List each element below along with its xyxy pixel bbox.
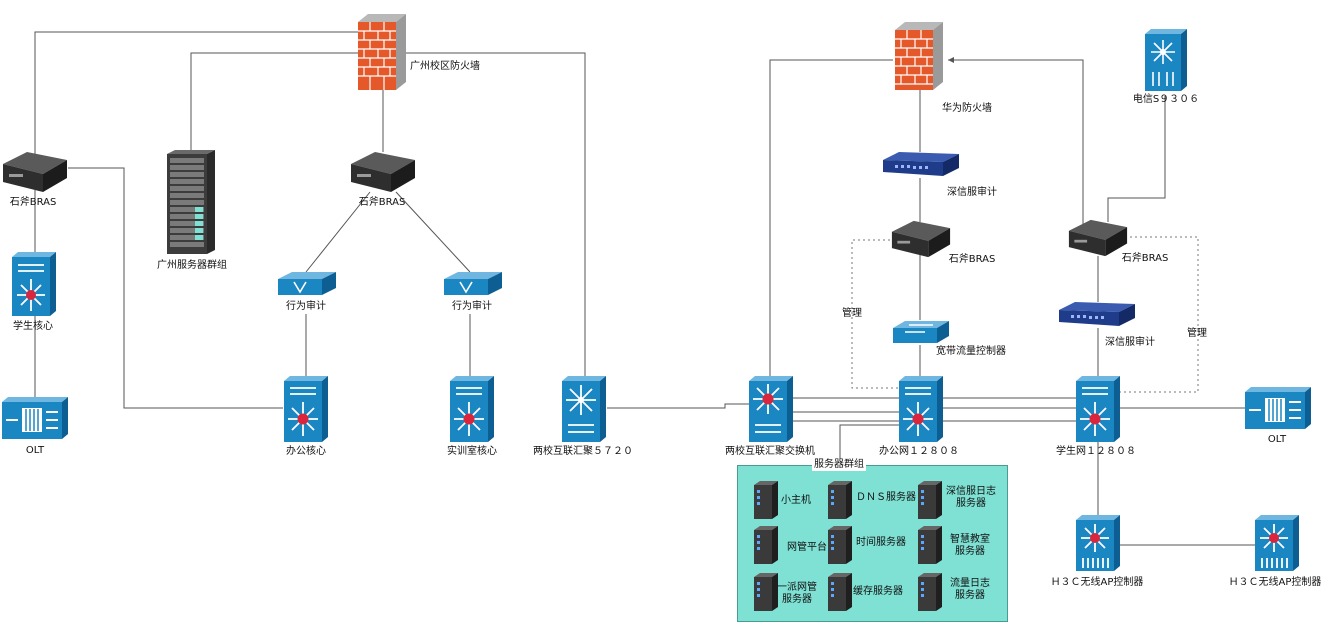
wire-bras-gz-to-audit-2	[395, 191, 471, 273]
bras-right-icon[interactable]	[1064, 218, 1132, 258]
hw-firewall-label: 华为防火墙	[942, 103, 992, 114]
olt-right-icon[interactable]	[1243, 386, 1313, 430]
server-label-4: 网管平台	[787, 542, 827, 553]
wire-agg-switch-to-hw-firewall	[769, 59, 893, 378]
office-core-label: 办公核心	[286, 446, 326, 457]
gz-firewall-icon[interactable]	[356, 12, 408, 92]
server-label-5: 时间服务器	[856, 537, 906, 548]
mgmt-left-label: 管理	[842, 308, 862, 319]
student-core-switch-icon[interactable]	[10, 251, 58, 317]
lab-core-switch-icon[interactable]	[448, 375, 496, 443]
server-icon-5[interactable]	[826, 526, 854, 564]
audit-1-icon[interactable]	[276, 271, 338, 297]
gz-server-rack-icon[interactable]	[165, 150, 217, 256]
server-label-2: ＤＮＳ服务器	[856, 492, 916, 503]
wire-agg5720-to-agg-switch	[607, 403, 750, 409]
wire-bras-left-to-office-core	[68, 167, 283, 409]
server-icon-4[interactable]	[752, 526, 780, 564]
wire-office-to-server-group	[839, 424, 900, 465]
bw-ctrl-label: 宽带流量控制器	[936, 346, 1006, 357]
server-label-8: 缓存服务器	[853, 586, 903, 597]
wire-gz-firewall-to-agg5720	[405, 52, 586, 378]
arrow-into-hw-firewall	[948, 57, 954, 63]
olt-left-icon[interactable]	[0, 396, 70, 440]
bras-hw-icon[interactable]	[887, 219, 955, 259]
h3c-ap-1-icon[interactable]	[1074, 514, 1122, 572]
gz-firewall-label: 广州校区防火墙	[410, 61, 480, 72]
office12808-label: 办公网１２８０８	[879, 446, 959, 457]
gz-server-group-label: 广州服务器群组	[157, 260, 227, 271]
wire-bras-left-to-gz-firewall	[34, 31, 360, 155]
bras-left-icon[interactable]	[1, 150, 69, 194]
server-icon-9[interactable]	[916, 573, 944, 611]
bras-gz-icon[interactable]	[349, 150, 417, 194]
student12808-switch-icon[interactable]	[1074, 375, 1122, 443]
bras-gz-label: 石斧BRAS	[358, 197, 406, 208]
student12808-label: 学生网１２８０８	[1056, 446, 1136, 457]
wire-gz-servers-to-gz-firewall	[190, 52, 360, 150]
wire-bras-gz-to-audit-1	[305, 191, 371, 273]
sx-audit-top-icon[interactable]	[881, 150, 961, 180]
telecom-switch-icon[interactable]	[1143, 28, 1189, 92]
bw-ctrl-icon[interactable]	[891, 320, 951, 346]
server-icon-3[interactable]	[916, 481, 944, 519]
server-group-box	[737, 465, 1008, 622]
student-core-label: 学生核心	[13, 321, 53, 332]
lab-core-label: 实训室核心	[447, 446, 497, 457]
sx-audit-right-label: 深信服审计	[1105, 337, 1155, 348]
wire-student12808-to-hw-firewall	[948, 59, 1084, 232]
office12808-switch-icon[interactable]	[897, 375, 945, 443]
h3c-ap-2-icon[interactable]	[1253, 514, 1301, 572]
server-label-6: 智慧教室 服务器	[950, 534, 990, 557]
mgmt-dashed-left	[851, 239, 900, 389]
agg-switch-label: 两校互联汇聚交换机	[725, 446, 815, 457]
office-core-switch-icon[interactable]	[282, 375, 330, 443]
hw-firewall-icon[interactable]	[893, 20, 945, 92]
agg-switch-icon[interactable]	[747, 375, 795, 443]
audit-1-label: 行为审计	[286, 301, 326, 312]
sx-audit-top-label: 深信服审计	[947, 187, 997, 198]
agg5720-switch-icon[interactable]	[560, 375, 608, 443]
server-label-3: 深信服日志 服务器	[946, 486, 996, 509]
agg5720-label: 两校互联汇聚５７２０	[533, 446, 633, 457]
h3c-ap-1-label: Ｈ３Ｃ无线AP控制器	[1050, 577, 1144, 588]
telecom-label: 电信S９３０６	[1132, 94, 1200, 105]
server-icon-2[interactable]	[826, 481, 854, 519]
sx-audit-right-icon[interactable]	[1057, 300, 1137, 330]
mgmt-right-label: 管理	[1187, 328, 1207, 339]
bras-right-label: 石斧BRAS	[1121, 253, 1169, 264]
server-label-1: 小主机	[781, 495, 811, 506]
bras-left-label: 石斧BRAS	[9, 197, 57, 208]
server-label-7: 一派网管 服务器	[777, 582, 817, 605]
server-icon-6[interactable]	[916, 526, 944, 564]
olt-right-label: OLT	[1267, 434, 1287, 445]
audit-2-label: 行为审计	[452, 301, 492, 312]
bras-hw-label: 石斧BRAS	[948, 254, 996, 265]
h3c-ap-2-label: Ｈ３Ｃ无线AP控制器	[1228, 577, 1322, 588]
server-label-9: 流量日志 服务器	[950, 578, 990, 601]
wire-telecom-to-bras-right	[1107, 96, 1166, 222]
audit-2-icon[interactable]	[442, 271, 504, 297]
server-icon-1[interactable]	[752, 481, 780, 519]
server-icon-7[interactable]	[752, 573, 780, 611]
mgmt-dashed-right	[1116, 236, 1199, 393]
olt-left-label: OLT	[25, 445, 45, 456]
server-group-title: 服务器群组	[812, 459, 866, 471]
server-icon-8[interactable]	[826, 573, 854, 611]
